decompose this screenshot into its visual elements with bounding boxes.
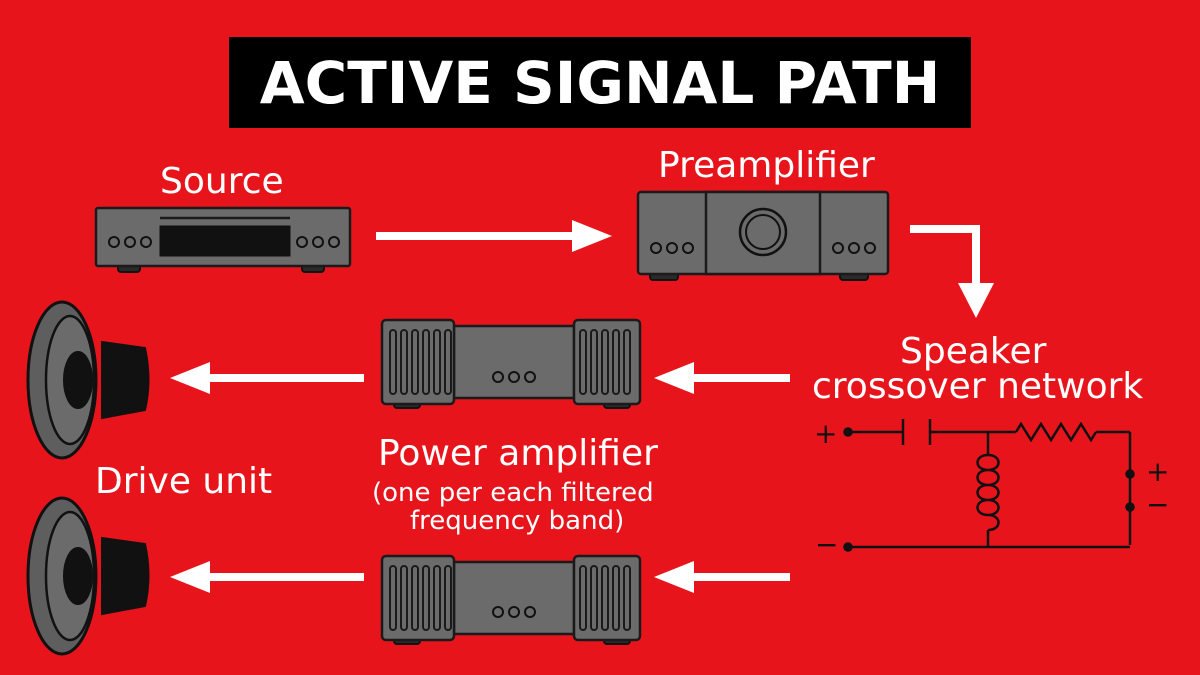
power-amplifier-note-line2: frequency band) bbox=[410, 506, 625, 536]
circuit-minus-output: − bbox=[1146, 488, 1170, 521]
speaker-driver-bottom-icon bbox=[26, 496, 150, 656]
preamplifier-device-icon bbox=[636, 190, 890, 281]
crossover-circuit-schematic bbox=[843, 419, 1135, 552]
title-banner: ACTIVE SIGNAL PATH bbox=[229, 37, 971, 128]
arrow-amp-to-speaker-bottom bbox=[170, 561, 364, 593]
circuit-minus-input: − bbox=[815, 528, 839, 561]
arrow-amp-to-speaker-top bbox=[170, 362, 364, 394]
power-amplifier-note-line1: (one per each filtered bbox=[372, 478, 654, 508]
source-device-icon bbox=[94, 206, 352, 273]
diagram-title: ACTIVE SIGNAL PATH bbox=[259, 48, 941, 117]
speaker-driver-top-icon bbox=[26, 300, 150, 460]
arrow-crossover-to-amp-top bbox=[654, 362, 790, 394]
arrow-crossover-to-amp-bottom bbox=[654, 561, 790, 593]
crossover-label-line2: crossover network bbox=[812, 366, 1144, 407]
preamplifier-label: Preamplifier bbox=[658, 145, 875, 186]
arrow-preamp-to-crossover bbox=[910, 225, 994, 318]
drive-unit-label: Drive unit bbox=[95, 461, 273, 502]
circuit-plus-output: + bbox=[1146, 455, 1170, 488]
source-label: Source bbox=[160, 161, 284, 202]
arrow-source-to-preamp bbox=[376, 220, 612, 252]
power-amplifier-label: Power amplifier bbox=[378, 433, 658, 474]
power-amplifier-top-icon bbox=[380, 318, 642, 409]
power-amplifier-bottom-icon bbox=[380, 554, 642, 645]
circuit-plus-input: + bbox=[814, 417, 838, 450]
crossover-label-line1: Speaker bbox=[900, 331, 1047, 372]
